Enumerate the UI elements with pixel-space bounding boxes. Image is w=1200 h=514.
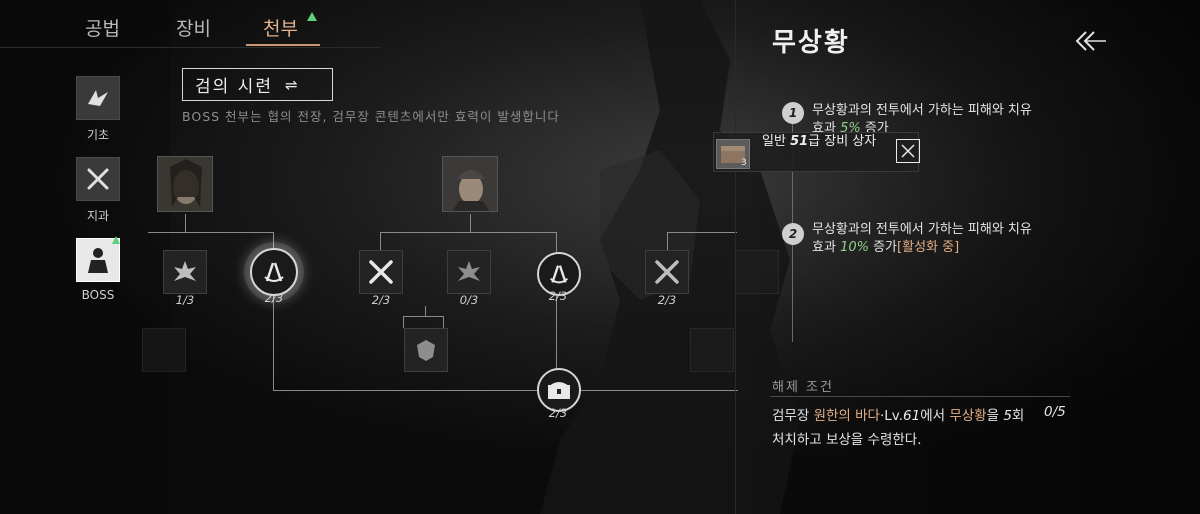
lotus-icon <box>458 261 480 281</box>
active-tab-underline <box>246 44 320 46</box>
tree-connector <box>380 232 556 233</box>
tree-connector <box>273 232 274 390</box>
tree-connector <box>667 232 668 250</box>
tree-connector <box>556 232 557 372</box>
tab-talents[interactable]: 천부 <box>263 18 298 40</box>
sword-emblem-icon <box>264 262 284 282</box>
panel-divider <box>735 0 736 514</box>
new-indicator-icon <box>307 12 317 21</box>
talent-node-count: 2/3 <box>548 289 568 303</box>
tree-connector <box>380 232 381 250</box>
talent-node-2[interactable] <box>250 248 298 296</box>
active-status-tag: [활성화 중] <box>897 240 960 255</box>
tree-connector <box>185 214 186 232</box>
locked-node <box>142 328 186 372</box>
shield-emblem-icon <box>417 340 435 361</box>
reward-name: 일반 51급 장비 상자 <box>762 134 877 149</box>
unlock-condition-label: 해제 조건 <box>772 380 834 395</box>
bird-icon <box>76 76 120 120</box>
reward-quantity: 3 <box>741 158 747 168</box>
unlock-condition-text: 검무장 원한의 바다·Lv.61에서 무상황을 5회 처치하고 보상을 수령한다… <box>772 408 1025 448</box>
talent-node-5[interactable] <box>537 252 581 296</box>
talent-node-4[interactable] <box>447 250 491 294</box>
level-marker-1: 1 <box>782 102 804 124</box>
tab-equipment[interactable]: 장비 <box>176 18 211 40</box>
category-boss[interactable]: BOSS <box>76 236 122 302</box>
sword-emblem-icon <box>549 265 569 284</box>
new-indicator-icon <box>112 236 120 244</box>
locked-node <box>690 328 734 372</box>
category-label: BOSS <box>81 288 115 302</box>
warrior-icon <box>76 238 120 282</box>
crossed-swords-icon <box>76 157 120 201</box>
top-tab-bar: 공법 장비 천부 <box>0 0 380 48</box>
tree-connector <box>578 390 738 391</box>
detail-title: 무상황 <box>772 28 850 58</box>
talent-node-count: 2/3 <box>371 293 391 307</box>
unlock-divider <box>770 396 1070 397</box>
locked-node <box>735 250 779 294</box>
talent-node-1[interactable] <box>163 250 207 294</box>
trial-description: BOSS 천부는 협의 전장, 검무장 콘텐츠에서만 효력이 발생합니다 <box>182 109 560 124</box>
trial-selector[interactable]: 검의 시련 ⇌ <box>182 68 333 101</box>
tree-connector <box>443 316 444 328</box>
swap-icon: ⇌ <box>284 75 298 94</box>
level-2-effect: 무상황과의 전투에서 가하는 피해와 치유 효과 10% 증가[활성화 중] <box>812 222 1032 255</box>
tree-connector <box>273 390 537 391</box>
talent-node-count: 0/3 <box>459 293 479 307</box>
crossed-blades-icon <box>369 260 393 284</box>
chest-icon <box>548 382 570 399</box>
talent-node-count: 2/3 <box>657 293 677 307</box>
level-marker-2: 2 <box>782 223 804 245</box>
talent-node-7[interactable] <box>537 368 581 412</box>
trial-title: 검의 시련 <box>195 77 273 97</box>
tooltip-close-button[interactable] <box>896 139 920 163</box>
talent-node-count: 1/3 <box>175 293 195 307</box>
tree-connector <box>403 316 404 328</box>
category-label: 지과 <box>86 209 110 223</box>
tree-connector <box>667 232 737 233</box>
talent-node-3[interactable] <box>359 250 403 294</box>
talent-node-6[interactable] <box>645 250 689 294</box>
close-icon <box>901 144 915 158</box>
crossed-blades-icon <box>655 260 679 284</box>
lotus-icon <box>174 261 196 281</box>
tree-connector <box>425 306 426 316</box>
talent-node-count: 2/3 <box>548 406 568 420</box>
collapse-back-icon[interactable] <box>1072 28 1108 58</box>
boss-portrait-1[interactable] <box>157 156 213 212</box>
tree-connector <box>148 232 273 233</box>
level-1-effect: 무상황과의 전투에서 가하는 피해와 치유 효과 5% 증가 <box>812 103 1032 136</box>
talent-node-sub[interactable] <box>404 328 448 372</box>
boss-portrait-2[interactable] <box>442 156 498 212</box>
reward-tooltip <box>713 132 919 172</box>
unlock-progress: 0/5 <box>1044 404 1066 420</box>
talent-node-count: 2/3 <box>264 291 284 305</box>
equipment-chest-thumbnail <box>716 139 750 169</box>
tree-connector <box>403 316 443 317</box>
tree-connector <box>470 214 471 232</box>
category-basic[interactable]: 기초 <box>76 76 122 143</box>
category-combat[interactable]: 지과 <box>76 157 122 224</box>
category-label: 기초 <box>86 128 110 142</box>
tab-techniques[interactable]: 공법 <box>85 18 120 40</box>
